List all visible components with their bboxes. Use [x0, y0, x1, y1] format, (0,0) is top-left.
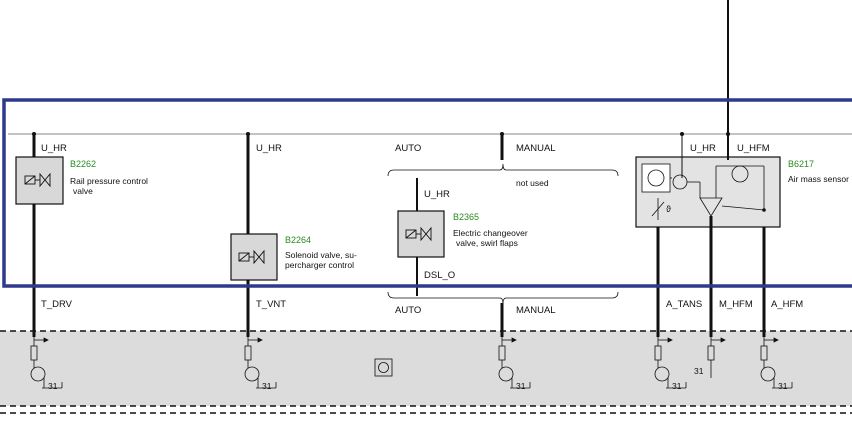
valve-icon [24, 172, 51, 188]
label-a-hfm: A_HFM [771, 299, 803, 310]
label-t-drv: T_DRV [41, 299, 73, 310]
control-inputs [30, 337, 793, 389]
label-u-hr-2: U_HR [256, 143, 282, 154]
b2365-desc-line2: valve, swirl flaps [456, 238, 518, 248]
b2365-supply-label: U_HR [424, 189, 450, 200]
valve-icon [405, 226, 432, 242]
temperature-symbol: ϑ [666, 204, 671, 214]
label-u-hr-3: U_HR [690, 143, 716, 154]
b2264-code: B2264 [285, 235, 311, 245]
b2365-desc-line1: Electric changeover [453, 228, 528, 238]
b2365-code: B2365 [453, 212, 479, 222]
module-node [762, 208, 766, 212]
ground-label: 31 [778, 381, 788, 391]
b6217-desc: Air mass sensor [788, 174, 849, 184]
b2262-component[interactable] [15, 156, 64, 205]
b2264-desc-line1: Solenoid valve, su- [285, 250, 357, 260]
label-manual-bottom: MANUAL [516, 305, 556, 316]
label-not-used: not used [516, 178, 549, 188]
label-a-tans: A_TANS [666, 299, 702, 310]
label-m-hfm: M_HFM [719, 299, 753, 310]
valve-icon [238, 249, 265, 265]
sensor-internals [641, 163, 765, 220]
b2264-desc-line2: percharger control [285, 260, 354, 270]
ground-label: 31 [694, 366, 704, 376]
control-unit-band [0, 331, 852, 406]
component-frame [2, 98, 852, 288]
ground-label: 31 [48, 381, 58, 391]
label-t-vnt: T_VNT [256, 299, 286, 310]
ground-label: 31 [672, 381, 682, 391]
sensor-icon-dial [378, 362, 389, 373]
b2262-desc-line1: Rail pressure control [70, 176, 148, 186]
b6217-code: B6217 [788, 159, 814, 169]
label-u-hr-1: U_HR [41, 143, 67, 154]
label-auto-bottom: AUTO [395, 305, 421, 316]
ground-label: 31 [516, 381, 526, 391]
b2365-output-label: DSL_O [424, 270, 455, 281]
sensor-icon [374, 358, 393, 377]
label-manual-top: MANUAL [516, 143, 556, 154]
label-auto-top: AUTO [395, 143, 421, 154]
bracket-bottom [387, 291, 619, 305]
label-u-hfm: U_HFM [737, 143, 770, 154]
bracket-top [387, 163, 619, 177]
b2262-code: B2262 [70, 159, 96, 169]
ground-label: 31 [262, 381, 272, 391]
b2262-desc-line2: valve [73, 186, 93, 196]
